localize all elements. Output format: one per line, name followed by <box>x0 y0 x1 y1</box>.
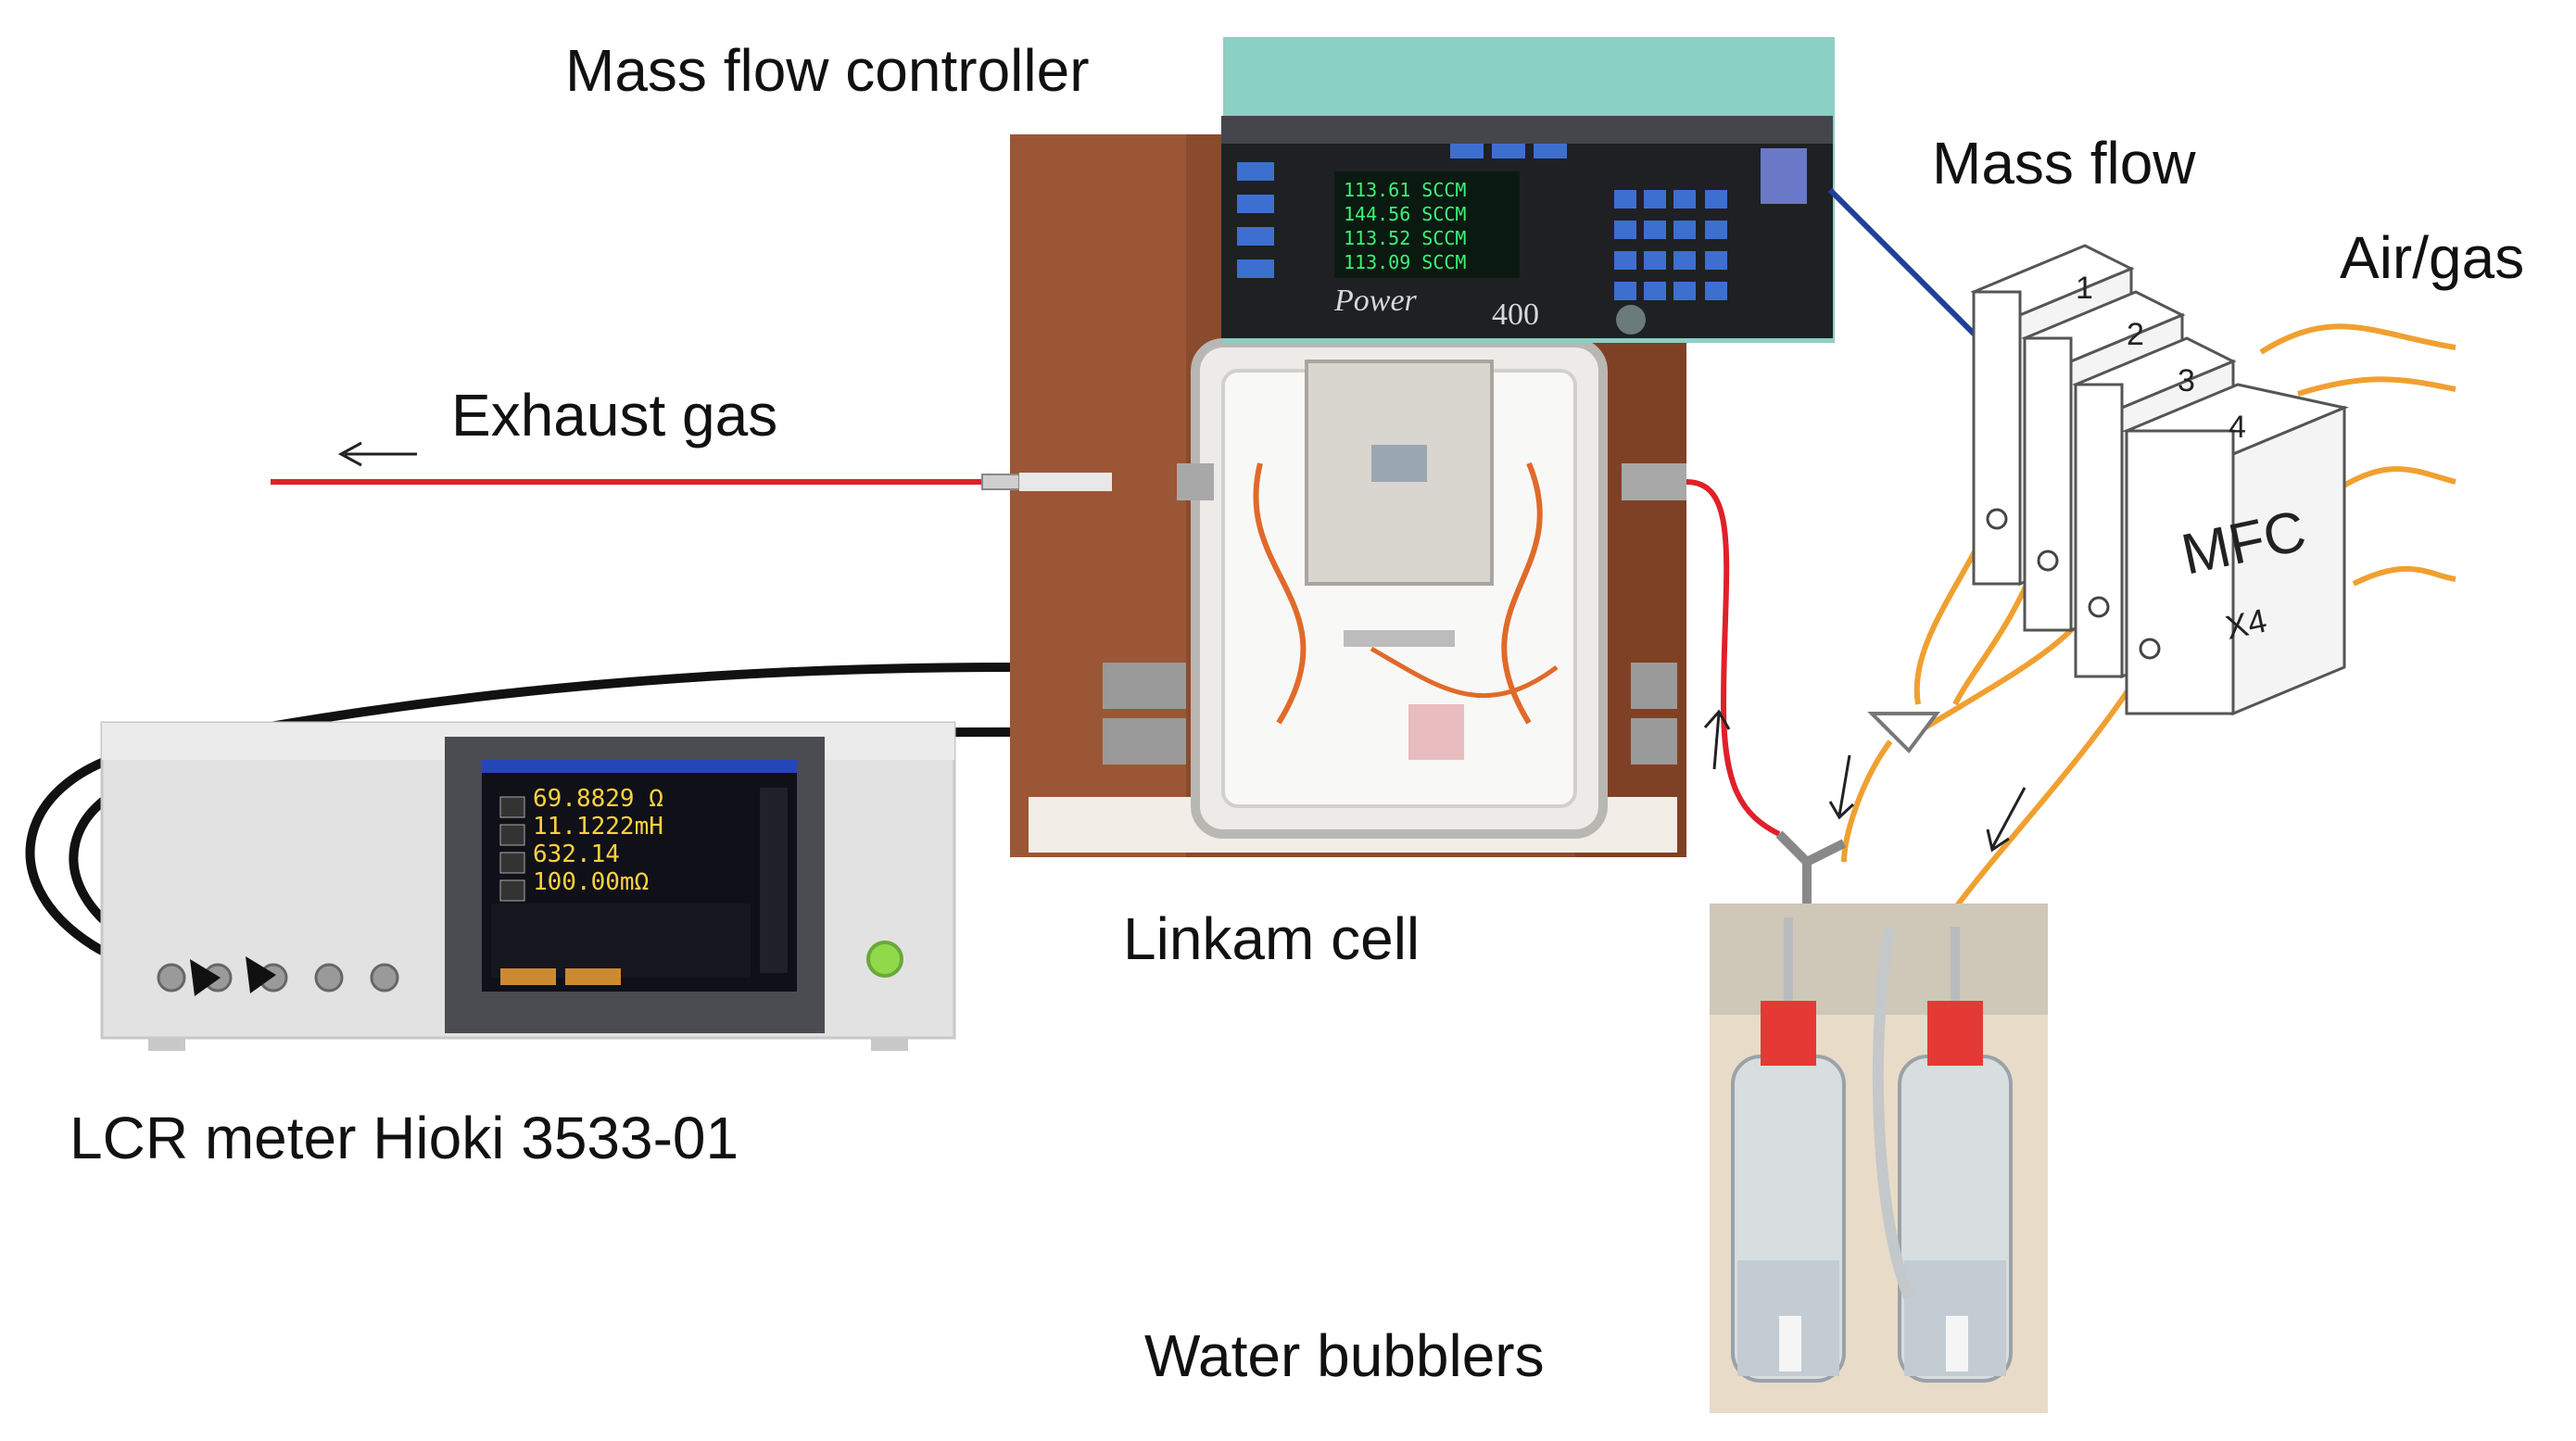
flow-arrows <box>337 441 2027 853</box>
mfc-number: 4 <box>2229 410 2246 445</box>
label-exhaust-gas: Exhaust gas <box>451 382 777 449</box>
red-tube <box>1686 479 1781 837</box>
mfc-ports <box>1986 508 2161 660</box>
label-linkam-cell: Linkam cell <box>1123 905 1420 972</box>
controller-brand: Power <box>1333 284 1418 318</box>
controller-display-line: 113.09 SCCM <box>1344 251 1466 273</box>
mass-flow-controller-device: 113.61 SCCM 144.56 SCCM 113.52 SCCM 113.… <box>1221 37 1835 343</box>
controller-display-line: 113.52 SCCM <box>1344 227 1466 249</box>
label-mass-flow: Mass flow <box>1932 130 2196 196</box>
lcr-cable-arrowheads <box>190 956 276 996</box>
label-air-gas: Air/gas <box>2340 224 2524 291</box>
label-lcr-meter: LCR meter Hioki 3533-01 <box>69 1105 739 1171</box>
label-water-bubblers: Water bubblers <box>1144 1322 1545 1389</box>
mfc-number: 3 <box>2178 363 2195 398</box>
mfc-number: 1 <box>2076 271 2093 306</box>
labels: Mass flow controller Mass flow Air/gas E… <box>69 37 2524 1389</box>
lcr-display-line: 100.00mΩ <box>533 868 649 896</box>
mfc-stack <box>1970 244 2349 716</box>
lcr-display-line: 69.8829 Ω <box>533 785 663 813</box>
lcr-display-line: 11.1222mH <box>533 813 663 841</box>
label-mass-flow-controller: Mass flow controller <box>565 37 1090 104</box>
mfc-multiplier: X4 <box>2222 601 2270 647</box>
controller-display-line: 113.61 SCCM <box>1344 179 1466 201</box>
controller-display-line: 144.56 SCCM <box>1344 203 1466 225</box>
lcr-meter-device: 69.8829 Ω 11.1222mH 632.14 100.00mΩ <box>100 721 956 1051</box>
controller-model: 400 <box>1492 297 1539 332</box>
water-bubblers-photo <box>1710 904 2048 1413</box>
lcr-display-line: 632.14 <box>533 841 620 868</box>
mfc-number: 2 <box>2127 317 2144 352</box>
